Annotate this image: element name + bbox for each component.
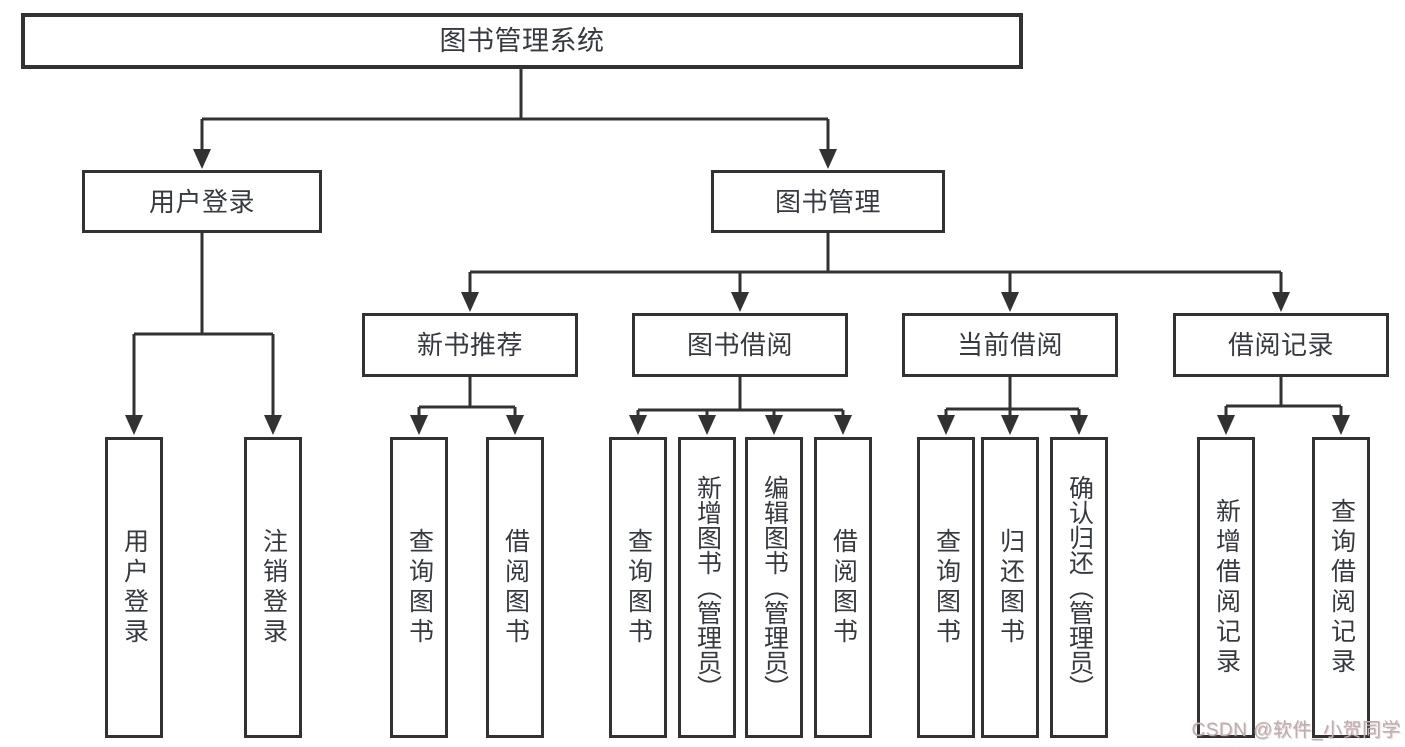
leaf-borrow-books-2: 借阅图书 bbox=[814, 437, 872, 738]
leaf-return-books: 归还图书 bbox=[981, 437, 1039, 738]
node-label: 新书推荐 bbox=[416, 330, 523, 360]
node-label: 确认归还（管理员） bbox=[1065, 475, 1094, 700]
connector-new-books bbox=[417, 377, 517, 423]
node-label: 归还图书 bbox=[996, 527, 1025, 648]
leaf-user-login: 用户登录 bbox=[105, 437, 163, 738]
connector-borrow-records bbox=[1224, 377, 1343, 423]
node-root-system: 图书管理系统 bbox=[21, 13, 1023, 69]
leaf-query-books-3: 查询图书 bbox=[917, 437, 975, 738]
node-user-login-group: 用户登录 bbox=[82, 170, 322, 233]
leaf-add-books-admin: 新增图书（管理员） bbox=[678, 437, 736, 738]
leaf-borrow-books-1: 借阅图书 bbox=[486, 437, 544, 738]
node-label: 新增借阅记录 bbox=[1212, 497, 1241, 678]
connector-current-borrow bbox=[944, 377, 1081, 423]
node-label: 借阅图书 bbox=[829, 527, 858, 648]
node-label: 用户登录 bbox=[148, 186, 255, 217]
node-new-books: 新书推荐 bbox=[362, 313, 578, 377]
node-borrow-records: 借阅记录 bbox=[1173, 313, 1389, 377]
node-label: 借阅图书 bbox=[501, 527, 530, 648]
node-label: 图书管理 bbox=[774, 186, 881, 217]
node-label: 查询图书 bbox=[932, 527, 961, 648]
connector-user-login bbox=[132, 233, 275, 423]
node-current-borrow: 当前借阅 bbox=[902, 313, 1118, 377]
node-label: 图书借阅 bbox=[686, 330, 793, 360]
connector-root bbox=[200, 69, 830, 157]
node-book-borrow: 图书借阅 bbox=[632, 313, 848, 377]
leaf-add-borrow-record: 新增借阅记录 bbox=[1197, 437, 1255, 738]
node-label: 用户登录 bbox=[120, 527, 149, 648]
leaf-query-books-2: 查询图书 bbox=[609, 437, 667, 738]
leaf-confirm-return-admin: 确认归还（管理员） bbox=[1050, 437, 1108, 738]
node-label: 图书管理系统 bbox=[439, 25, 605, 56]
leaf-query-borrow-record: 查询借阅记录 bbox=[1312, 437, 1370, 738]
node-label: 当前借阅 bbox=[956, 330, 1063, 360]
connector-book-management bbox=[468, 233, 1283, 300]
node-label: 编辑图书（管理员） bbox=[760, 475, 789, 700]
leaf-edit-books-admin: 编辑图书（管理员） bbox=[745, 437, 803, 738]
csdn-watermark: CSDN @软件_小贺同学 bbox=[1191, 720, 1401, 741]
node-label: 新增图书（管理员） bbox=[693, 475, 722, 700]
leaf-logout: 注销登录 bbox=[244, 437, 302, 738]
connector-book-borrow bbox=[636, 377, 845, 423]
node-label: 借阅记录 bbox=[1227, 330, 1334, 360]
node-label: 注销登录 bbox=[259, 527, 288, 648]
node-label: 查询借阅记录 bbox=[1327, 497, 1356, 678]
leaf-query-books-1: 查询图书 bbox=[390, 437, 448, 738]
node-label: 查询图书 bbox=[405, 527, 434, 648]
node-book-management: 图书管理 bbox=[711, 170, 945, 233]
node-label: 查询图书 bbox=[624, 527, 653, 648]
